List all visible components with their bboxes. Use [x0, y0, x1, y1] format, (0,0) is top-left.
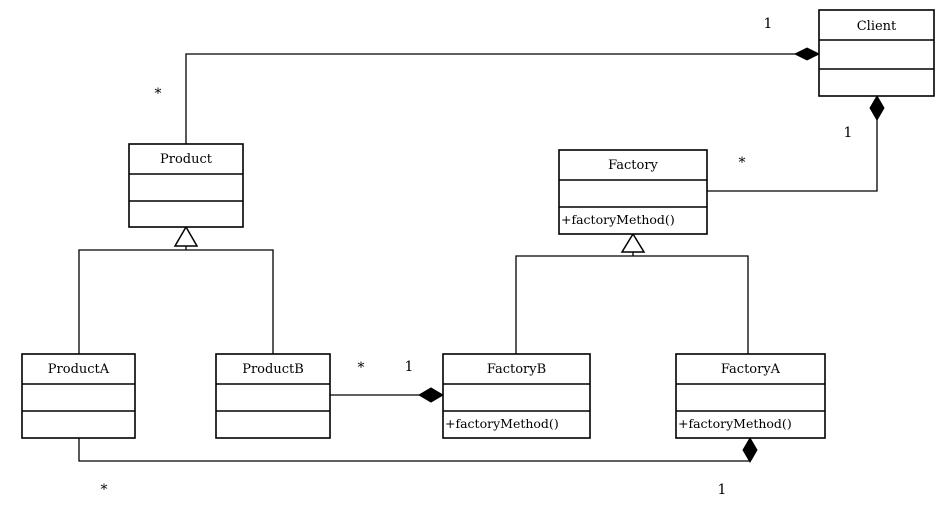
mult-factorya-producta-factorya-end: 1 [718, 482, 727, 498]
class-product-b-name: ProductB [242, 362, 304, 377]
class-product[interactable]: Product [128, 143, 244, 228]
factory-generalization-line [515, 255, 749, 354]
mult-factorya-producta-producta-end: * [101, 482, 108, 498]
class-factory-b[interactable]: FactoryB +factoryMethod() [442, 353, 591, 439]
class-factory[interactable]: Factory +factoryMethod() [558, 149, 708, 235]
class-product-a-name: ProductA [48, 362, 110, 377]
class-factory-a-method: +factoryMethod() [678, 416, 792, 431]
product-inheritance-triangle [173, 225, 199, 247]
client-factory-association [707, 96, 878, 192]
product-generalization-line [78, 249, 274, 354]
class-factory-a-name: FactoryA [721, 362, 781, 377]
mult-client-product-client-end: 1 [764, 16, 773, 32]
connectors [78, 47, 885, 463]
class-product-name: Product [160, 152, 213, 167]
class-client[interactable]: Client [818, 9, 935, 97]
mult-client-factory-client-end: 1 [844, 125, 853, 141]
class-factory-name: Factory [608, 158, 658, 173]
class-client-name: Client [857, 19, 897, 34]
client-factory-composition-diamond [869, 95, 885, 121]
class-factory-b-name: FactoryB [487, 362, 546, 377]
class-factory-a[interactable]: FactoryA +factoryMethod() [675, 353, 826, 439]
client-product-composition-diamond [793, 47, 821, 61]
factory-inheritance-triangle [620, 232, 646, 253]
client-product-association [185, 53, 819, 144]
class-product-b[interactable]: ProductB [215, 353, 331, 439]
factorya-producta-composition-diamond [742, 437, 758, 463]
mult-factoryb-productb-factoryb-end: 1 [405, 359, 414, 375]
mult-client-product-product-end: * [155, 86, 162, 102]
mult-factoryb-productb-productb-end: * [358, 360, 365, 376]
mult-client-factory-factory-end: * [739, 155, 746, 171]
class-factory-b-method: +factoryMethod() [445, 416, 559, 431]
factorya-producta-association [78, 438, 751, 462]
class-product-a[interactable]: ProductA [21, 353, 136, 439]
class-factory-method: +factoryMethod() [561, 212, 675, 227]
multiplicities: 1 * 1 * 1 * 1 * [101, 16, 853, 498]
factoryb-productb-composition-diamond [418, 387, 444, 403]
